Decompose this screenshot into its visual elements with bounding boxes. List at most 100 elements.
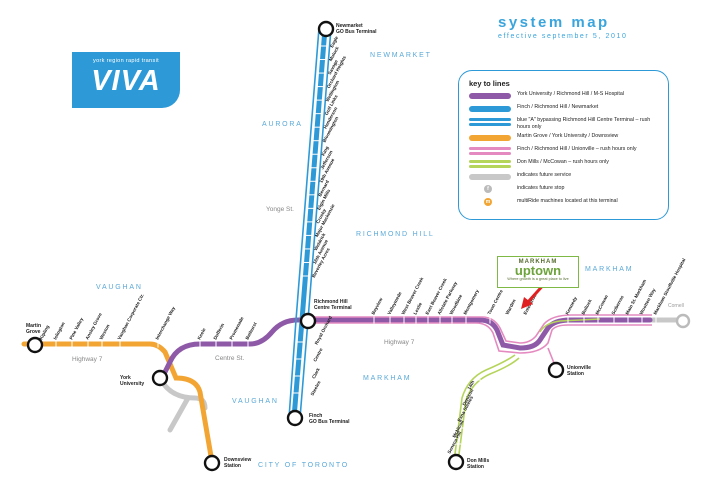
terminal-don-mills[interactable] [447,453,465,471]
brand-tagline: york region rapid transit [93,58,159,64]
station-steeles: Steeles [310,380,322,397]
terminal-label-rh-2: Centre Terminal [314,305,352,311]
terminal-label-newmarket-1: Newmarket [336,23,363,29]
terminal-label-dm-1: Don Mills [467,458,489,464]
terminal-label-finch-1: Finch [309,413,322,419]
key-label-pink: Finch / Richmond Hill / Unionville – rus… [517,146,637,153]
station-leslie: Leslie [412,301,423,315]
map-title: system map [498,14,610,31]
green-line [453,354,516,463]
terminal-unionville[interactable] [547,361,565,379]
terminal-martin-grove[interactable] [26,336,44,354]
station-pine-valley: Pine Valley [68,317,84,341]
terminal-label-yu-2: University [120,381,144,387]
terminal-cornell[interactable] [675,313,691,329]
key-label-green: Don Mills / McCowan – rush hours only [517,159,609,166]
station-montgomery: Montgomery [462,288,480,315]
terminal-label-rh-1: Richmond Hill [314,299,348,305]
terminal-label-mg-1: Martin [26,323,41,329]
terminal-newmarket[interactable] [317,20,335,38]
map-header: system map effective september 5, 2010 [498,14,658,40]
orange-swatch [469,133,511,143]
markham-logo-main: uptown [514,263,562,278]
terminal-label-dv-2: Station [224,463,241,469]
key-label-purple: York University / Richmond Hill / M-S Ho… [517,91,624,97]
region-newmarket: NEWMARKET [370,52,432,59]
station-vaughan-corporate-ctr-: Vaughan Corporate Ctr. [116,293,145,341]
key-row-orange: Martin Grove / York University / Downsvi… [469,133,660,143]
station-town-centre: Town Centre [486,288,504,315]
pink-line [300,322,652,354]
key-label-grey: indicates future service [517,172,572,179]
terminal-finch[interactable] [286,409,304,427]
region-richmond-hill: RICHMOND HILL [356,231,435,238]
blue-a-swatch [469,117,511,127]
road-centre: Centre St. [215,355,244,362]
terminal-label-dv-1: Downsview [224,457,251,463]
key-row-purple: York University / Richmond Hill / M-S Ho… [469,91,660,101]
purple-swatch [469,91,511,101]
station-promenade: Promenade [228,316,244,341]
terminal-label-mg-2: Grove [26,329,41,335]
road-hwy7-west: Highway 7 [72,356,103,363]
terminal-markers [26,20,691,472]
station-west-beaver-creek: West Beaver Creek [400,276,424,315]
key-row-green: Don Mills / McCowan – rush hours only [469,159,660,169]
viva-brand: york region rapid transit VIVA [72,52,180,108]
terminal-york-u[interactable] [151,369,169,387]
terminal-label-uv-1: Unionville [567,365,591,371]
markham-logo-tag: Where growth is a great place to live [507,277,569,281]
terminal-label-newmarket-2: GO Bus Terminal [336,29,377,35]
station-islington: Islington [52,321,65,340]
station-king: King [320,145,329,157]
purple-line [159,317,653,381]
terminal-downsview[interactable] [203,454,221,472]
region-aurora: AURORA [262,121,303,128]
road-hwy7-east: Highway 7 [384,339,415,346]
region-markham-south: MARKHAM [363,375,411,382]
future-service-lines [157,317,687,433]
station-bathurst: Bathurst [244,321,258,340]
station-centre: Centre [312,347,323,363]
station-14th: 14th [466,380,475,391]
station-kipling: Kipling [38,324,50,340]
station-keele: Keele [196,327,206,341]
terminal-label-uv-2: Station [567,371,584,377]
pink-line-b [300,314,652,344]
region-toronto: CITY OF TORONTO [258,462,349,469]
terminal-richmond-hill[interactable] [299,312,317,330]
station-warden: Warden [504,298,516,315]
multiride-icon: m [484,198,492,207]
key-label-future-stop: indicates future stop [517,185,565,192]
grey-swatch [469,172,511,182]
station-bullock: Bullock [580,298,592,315]
viva-logo: VIVA [91,65,161,97]
blue-line-a-bypass [288,27,320,419]
key-row-future-stop: f indicates future stop [469,185,660,195]
green-swatch [469,159,511,169]
key-row-blue-a: blue "A" bypassing Richmond Hill Centre … [469,117,660,130]
station-mccowan: McCowan [594,294,609,315]
key-label-blue-a: blue "A" bypassing Richmond Hill Centre … [517,117,651,130]
key-title: key to lines [469,79,510,88]
markham-uptown-logo: MARKHAM uptown Where growth is a great p… [497,256,579,288]
station-dufferin: Dufferin [212,322,225,340]
terminal-label-finch-2: GO Bus Terminal [309,419,350,425]
terminal-label-dm-2: Station [467,464,484,470]
blue-swatch [469,104,511,114]
station-interchange-way: Interchange Way [154,305,176,340]
road-yonge: Yonge St. [266,206,294,213]
key-row-blue: Finch / Richmond Hill / Newmarket [469,104,660,114]
key-row-multiride: m multiRide machines located at this ter… [469,198,660,208]
station-clark: Clark [311,367,321,380]
key-label-blue: Finch / Richmond Hill / Newmarket [517,104,599,110]
map-subtitle: effective september 5, 2010 [498,33,628,40]
key-label-orange: Martin Grove / York University / Downsvi… [517,133,619,140]
station-eagle: Eagle [329,35,339,49]
